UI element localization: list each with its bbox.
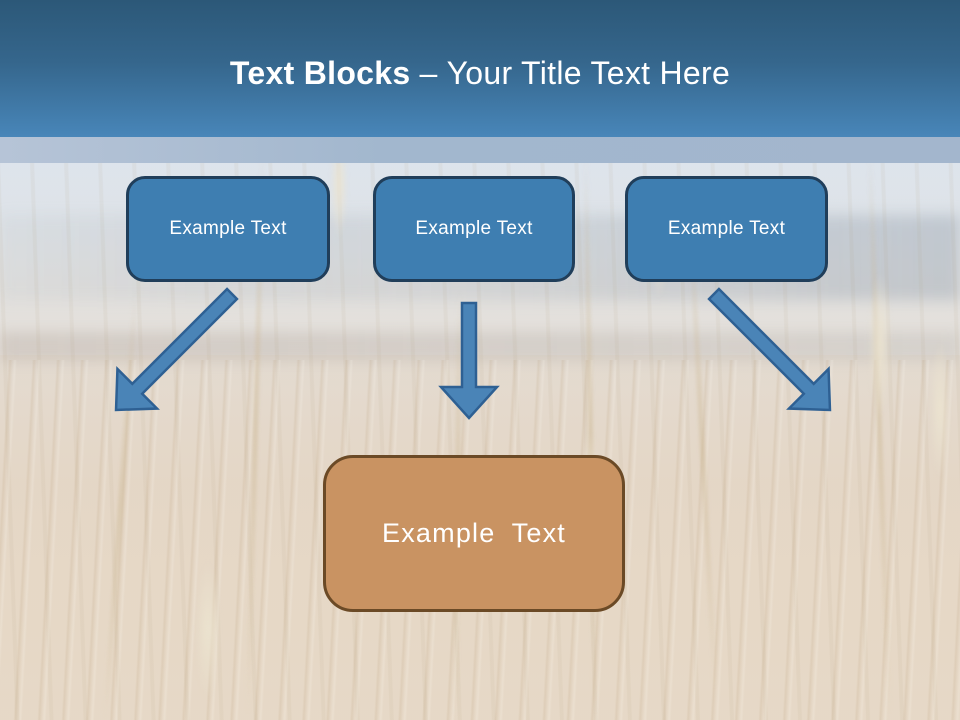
wheat-head-decoration: [195, 560, 221, 700]
sky-band: [0, 136, 960, 163]
title-dash: –: [419, 55, 438, 91]
title-banner: Text Blocks–Your Title Text Here: [0, 0, 960, 137]
result-block-label: Example Text: [382, 518, 566, 548]
result-block: Example Text: [323, 455, 625, 612]
slide-title: Text Blocks–Your Title Text Here: [230, 45, 730, 92]
text-block-2-label: Example Text: [415, 218, 533, 239]
title-bold-segment: Text Blocks: [229, 55, 411, 91]
text-block-3: Example Text: [625, 176, 828, 282]
text-block-1: Example Text: [126, 176, 330, 282]
text-block-3-label: Example Text: [667, 218, 786, 239]
text-block-1-label: Example Text: [169, 218, 287, 239]
wheat-head-decoration: [930, 340, 950, 480]
text-block-2: Example Text: [373, 176, 575, 282]
wheat-head-decoration: [868, 270, 892, 420]
title-regular-segment: Your Title Text Here: [446, 55, 731, 91]
